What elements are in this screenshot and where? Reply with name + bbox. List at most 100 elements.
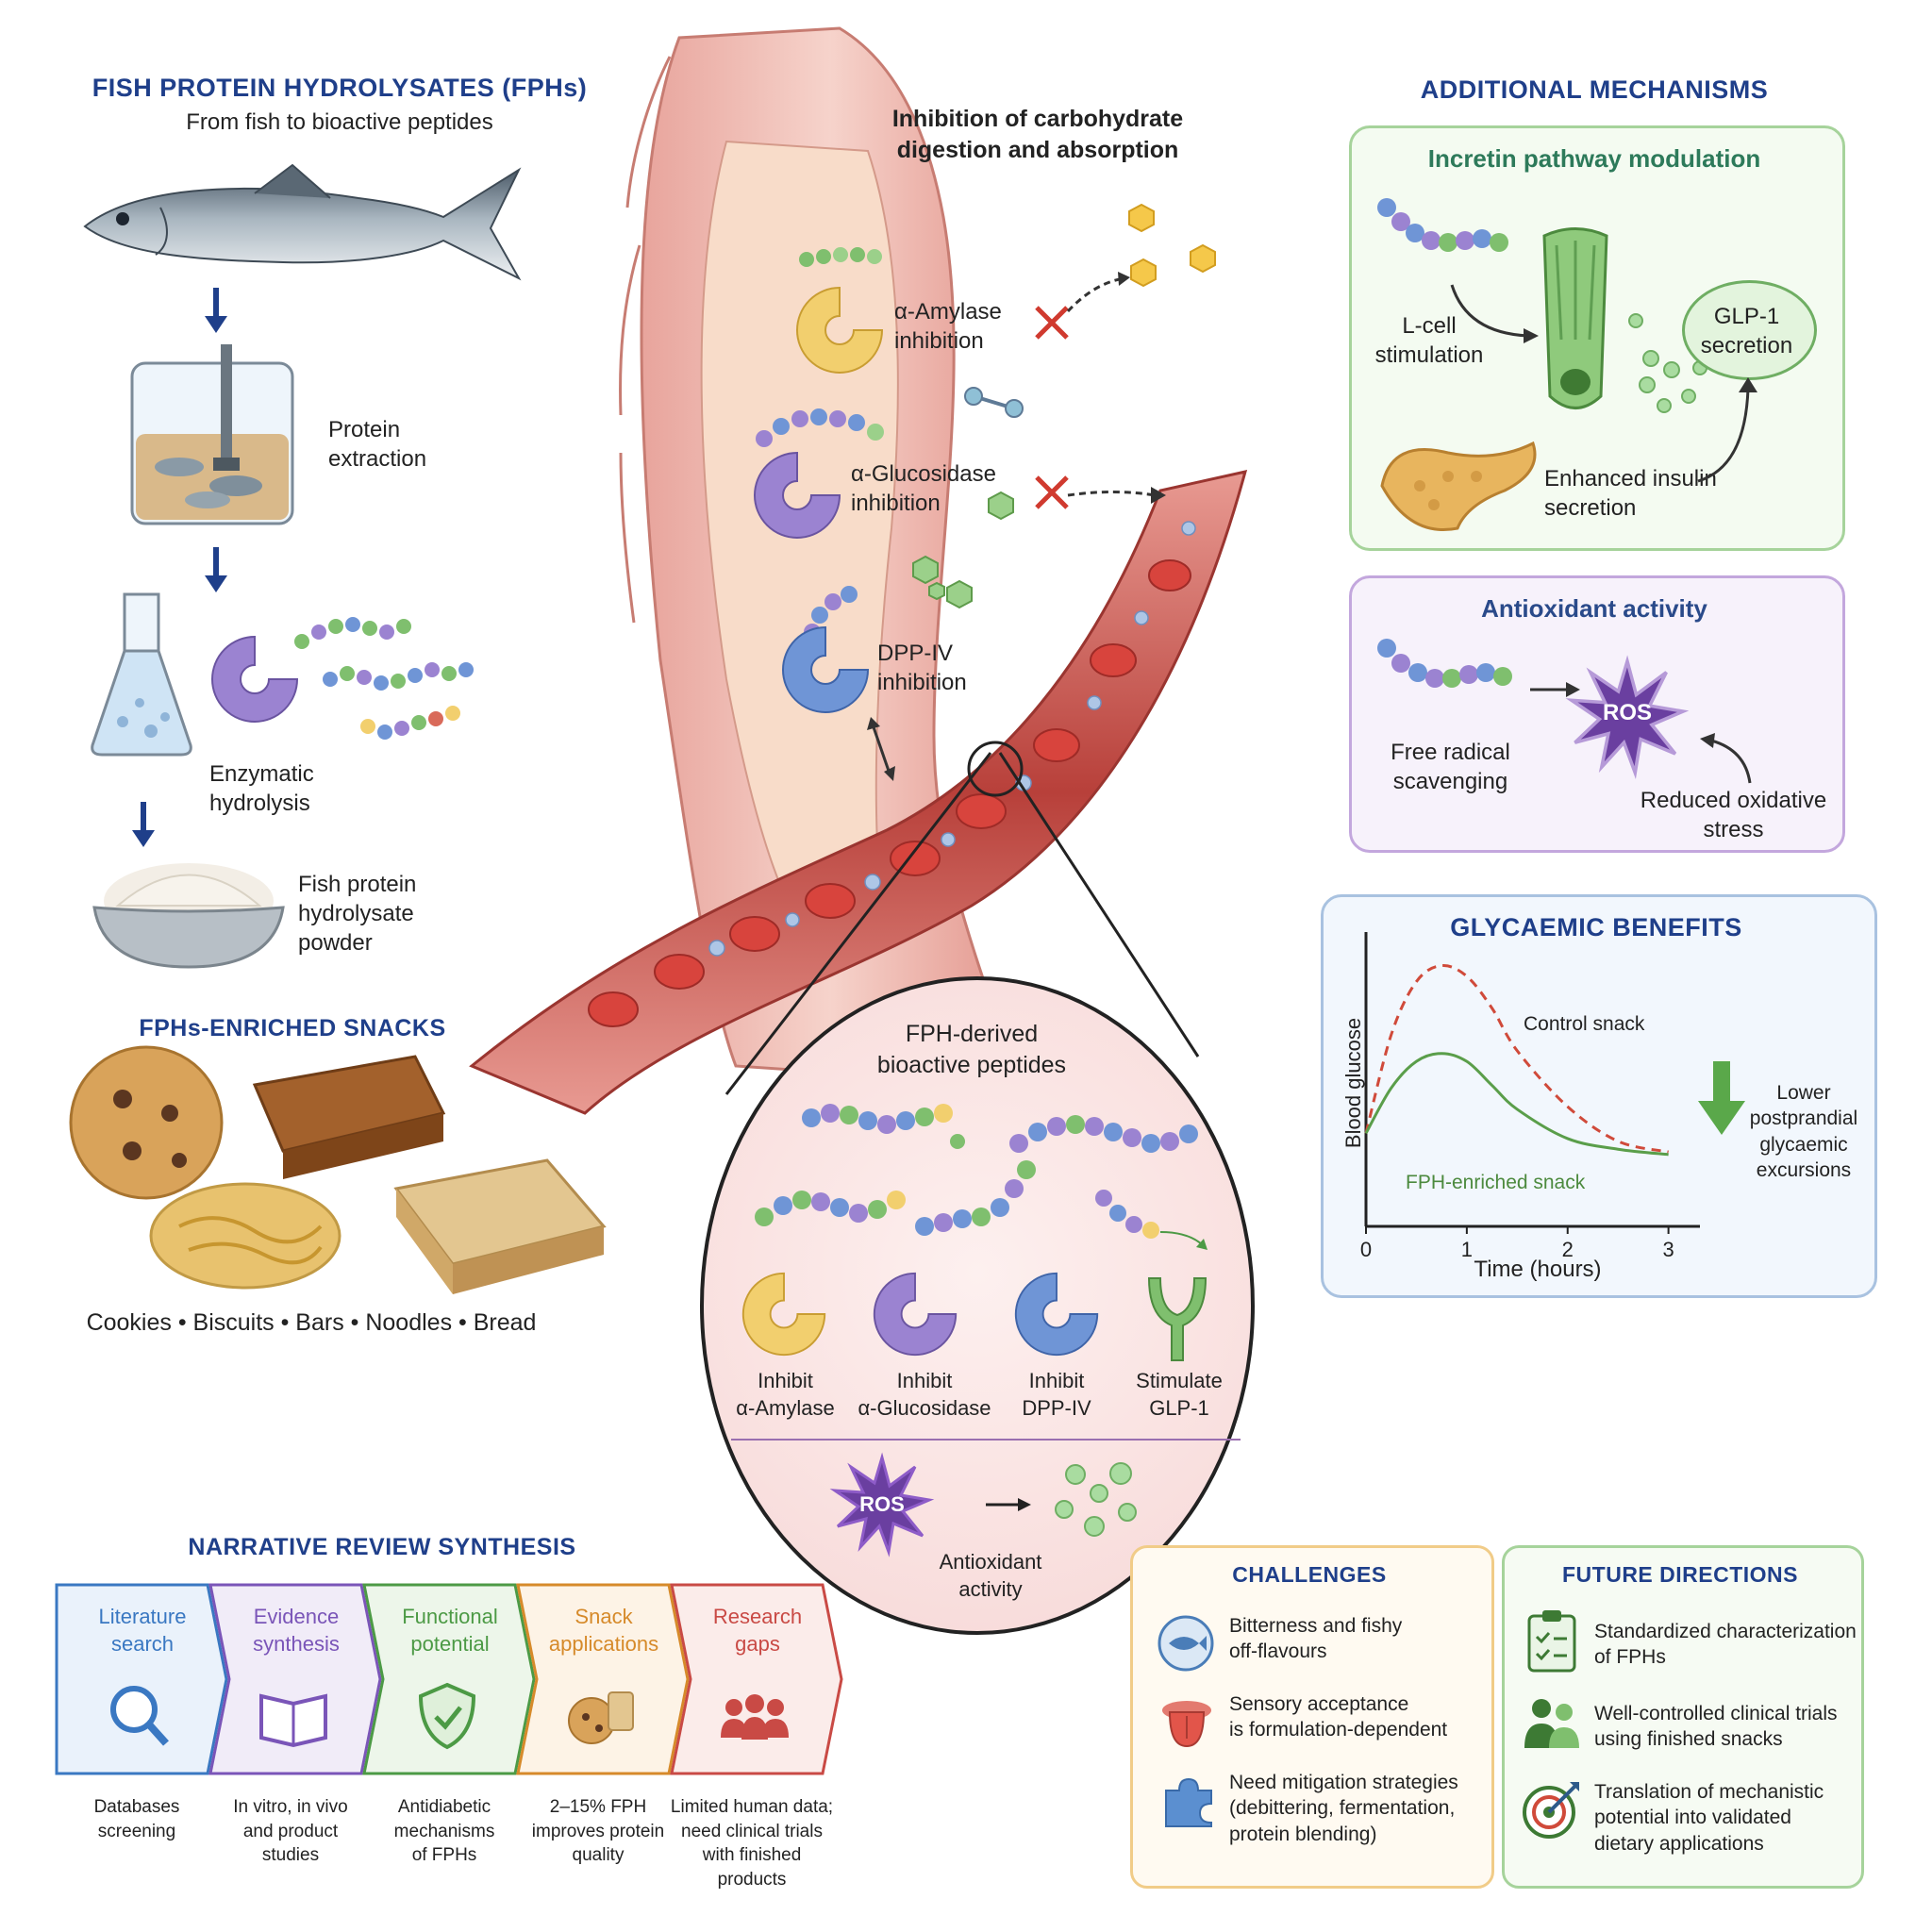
peptide-chains-illustration (294, 617, 474, 740)
people-icon (721, 1694, 789, 1740)
target-icon (1523, 1782, 1579, 1839)
zoom-lines (724, 741, 1200, 1095)
flow-arrow-1 (205, 288, 227, 333)
glp1-secretion-bubble (1682, 280, 1817, 380)
chart-x-tick-label: 1 (1461, 1238, 1473, 1261)
dashed-arrow-1 (1066, 272, 1130, 313)
flow-arrow-2 (205, 547, 227, 592)
fph-series-line (1364, 1052, 1669, 1157)
double-arrow (867, 717, 895, 781)
glp1-receptor-icon (1147, 1277, 1208, 1361)
amylase-peptide-icon (799, 247, 882, 267)
amylase-enzyme-icon (796, 286, 884, 374)
fish-illustration (83, 163, 522, 281)
block-x-icon-1 (1035, 306, 1069, 340)
additional-mechanisms-title: ADDITIONAL MECHANISMS (1420, 75, 1769, 104)
chevron-step (55, 1583, 228, 1775)
glycaemic-title: GLYCAEMIC BENEFITS (1450, 913, 1742, 941)
glucose-molecule-icon-2 (988, 491, 1014, 521)
glucosidase-enzyme-icon (754, 451, 841, 539)
chevron-step (670, 1583, 843, 1775)
clipboard-icon (1527, 1610, 1576, 1673)
ros-burst-icon-right (1565, 655, 1690, 779)
glucose-molecules-icon (1128, 203, 1216, 288)
inhibit-dpp-icon (1014, 1272, 1099, 1357)
zoom-divider (731, 1439, 1241, 1441)
chevron-step (362, 1583, 536, 1775)
l-cell-icon (1542, 227, 1608, 409)
chart-x-tick-label: 0 (1360, 1238, 1372, 1261)
chart-x-tick-label: 2 (1562, 1238, 1574, 1261)
challenges-title: CHALLENGES (1232, 1562, 1387, 1587)
fph-snack-label: FPH-enriched snack (1406, 1172, 1586, 1193)
ros-label-zoom: ROS (859, 1492, 905, 1516)
snacks-illustration (69, 1045, 607, 1294)
glucosidase-peptide-icon (756, 408, 884, 447)
challenge-3: Need mitigation strategies(debittering, … (1229, 1772, 1458, 1845)
powder-bowl-illustration (92, 863, 285, 969)
reduced-stress-arrow (1700, 733, 1752, 784)
down-arrow-icon (1698, 1061, 1745, 1135)
antioxidant-peptide-icon (1377, 639, 1512, 688)
dashed-arrow-2 (1067, 487, 1166, 504)
glycaemic-panel (1321, 894, 1877, 1298)
tongue-icon (1162, 1701, 1211, 1748)
snacks-title: FPHs-ENRICHED SNACKS (139, 1015, 446, 1041)
synthesis-chevrons (55, 1583, 843, 1775)
synthesis-title: NARRATIVE REVIEW SYNTHESIS (188, 1534, 576, 1560)
chart-ylabel: Blood glucose (1341, 1017, 1365, 1149)
ros-burst-icon (829, 1452, 935, 1557)
glycaemic-chart: 0 1 2 3 (1360, 932, 1700, 1261)
chart-xlabel: Time (hours) (1474, 1257, 1602, 1282)
neutralized-molecules-icon (1055, 1462, 1137, 1537)
incretin-peptide-icon (1377, 198, 1508, 252)
chart-x-tick-label: 3 (1663, 1238, 1674, 1261)
control-series-line (1364, 964, 1669, 1154)
enzyme-icon (211, 635, 299, 723)
ros-arrow-zoom (986, 1498, 1031, 1511)
control-snack-label: Control snack (1524, 1013, 1645, 1035)
pancreas-icon (1380, 441, 1537, 531)
fph-subtitle: From fish to bioactive peptides (186, 109, 493, 135)
future-title: FUTURE DIRECTIONS (1562, 1562, 1798, 1587)
puzzle-icon (1165, 1777, 1212, 1827)
flask-illustration (91, 592, 192, 757)
magnifier-icon (110, 1686, 169, 1746)
chevron-step (208, 1583, 382, 1775)
flow-arrow-3 (132, 802, 155, 847)
beaker-illustration (130, 344, 294, 525)
antioxidant-title: Antioxidant activity (1481, 594, 1707, 623)
insulin-arrow (1697, 377, 1757, 483)
shield-check-icon (418, 1682, 476, 1750)
inhibit-amylase-icon (741, 1272, 826, 1357)
fph-title: FISH PROTEIN HYDROLYSATES (FPHs) (92, 74, 588, 102)
clinical-people-icon (1524, 1699, 1579, 1748)
